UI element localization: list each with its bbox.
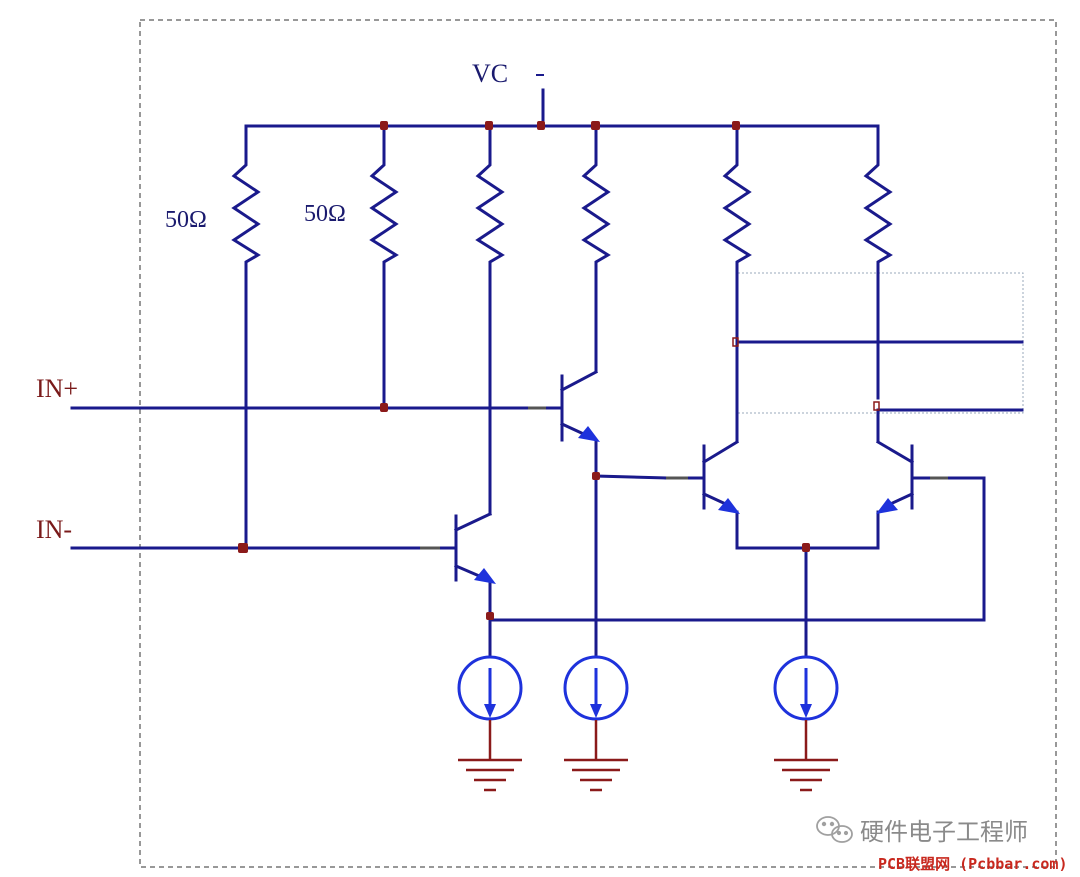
in-plus-label: IN+ xyxy=(36,374,78,403)
q1-emitter-to-q4-base xyxy=(488,476,986,622)
resistor-r1 xyxy=(231,156,261,270)
current-source-2 xyxy=(563,655,629,721)
wechat-logo-icon xyxy=(816,816,853,843)
q4-collector-leg xyxy=(875,439,915,465)
junction-node xyxy=(238,543,248,553)
junction-node xyxy=(732,337,739,347)
junction-node xyxy=(537,121,545,130)
q2-emitter-to-q3-base xyxy=(594,474,668,480)
ground-2-icon xyxy=(564,720,628,792)
cs3-arrow-icon xyxy=(800,704,812,718)
q3-emitter-arrow-icon xyxy=(718,498,740,514)
q3-collector-leg xyxy=(701,439,740,465)
junction-node xyxy=(592,472,600,480)
q1-collector-leg xyxy=(454,512,492,532)
cs1-arrow-icon xyxy=(484,704,496,718)
resistor-r2 xyxy=(369,156,399,270)
resistor-r4 xyxy=(581,156,611,270)
q2-emitter-arrow-icon xyxy=(578,426,600,442)
current-source-3 xyxy=(773,655,839,721)
junction-node xyxy=(732,121,740,130)
junction-node xyxy=(380,121,388,130)
diagram-border xyxy=(139,19,1057,868)
junction-node xyxy=(485,121,493,130)
resistor-r3 xyxy=(475,156,505,270)
q1-emitter-arrow-icon xyxy=(474,568,496,584)
r1-value-label: 50Ω xyxy=(165,207,207,233)
vc-lead xyxy=(538,88,545,128)
junction-node xyxy=(802,543,810,552)
resistor-r6 xyxy=(863,156,893,270)
junction-node xyxy=(486,612,494,620)
ground-1-icon xyxy=(458,720,522,792)
ground-3-icon xyxy=(774,720,838,792)
junction-node xyxy=(380,403,388,412)
junction-node xyxy=(873,401,880,411)
in-minus-label: IN- xyxy=(36,515,72,544)
junction-node xyxy=(591,121,600,130)
cs2-arrow-icon xyxy=(590,704,602,718)
resistor-r5 xyxy=(722,156,752,270)
q4-emitter-arrow-icon xyxy=(876,498,898,514)
q2-collector-leg xyxy=(559,369,599,393)
watermark-channel-text: 硬件电子工程师 xyxy=(860,818,1028,846)
r2-value-label: 50Ω xyxy=(304,201,346,227)
current-source-1 xyxy=(457,655,523,721)
vc-label: VC xyxy=(472,59,508,88)
watermark-site-text: PCB联盟网 (Pcbbar.com) xyxy=(878,855,1068,873)
